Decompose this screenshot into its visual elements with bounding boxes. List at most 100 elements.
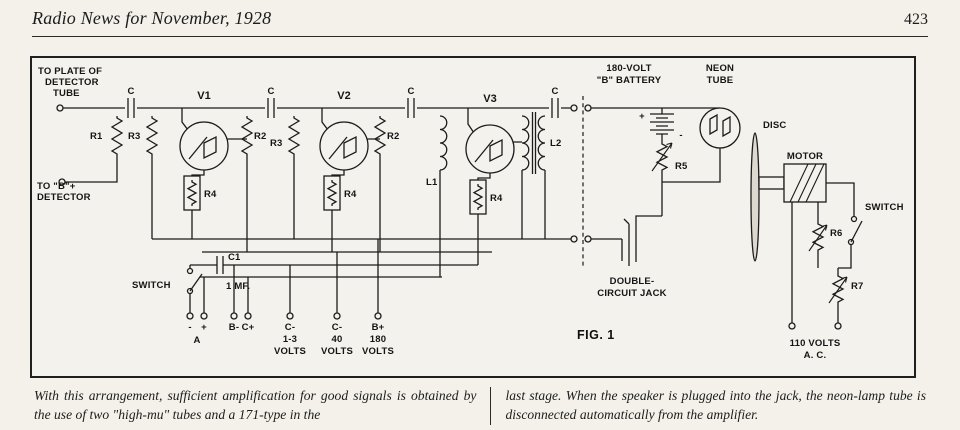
terminal-c-minus-40 [333,312,341,320]
label-c13-2: 1-3 [283,334,297,345]
label-switch-right: SWITCH [865,202,904,213]
terminal-output-top-2 [584,104,592,112]
label-neon-1: NEON [706,63,734,74]
label-v1: V1 [197,90,210,102]
resistor-r4b [327,179,337,207]
cathode-leads [191,170,491,265]
bottom-buses [152,238,622,278]
label-b180-2: 180 [370,334,386,345]
resistor-r3b [288,115,300,157]
label-to-b-1: TO "B"+ [37,181,76,192]
terminal-c-plus [244,312,252,320]
terminal-detector-plate [56,104,64,112]
switches [186,215,863,295]
label-jack-1: DOUBLE- [610,276,655,287]
label-r4a: R4 [204,189,217,200]
capacitor-c3 [407,97,415,119]
motor-hatching [789,163,825,203]
label-c40-3: VOLTS [321,346,353,357]
label-a-minus: - [188,322,191,333]
label-r5: R5 [675,161,688,172]
page-header: Radio News for November, 1928 423 [32,8,928,37]
label-r2b: R2 [387,131,400,142]
label-r2a: R2 [254,131,267,142]
right-switch-lever [850,220,863,243]
terminal-output-bottom-2 [584,235,592,243]
label-to-plate-3: TUBE [53,88,80,99]
jack-springs [621,215,662,266]
left-switch-lever [189,273,203,292]
transformer-core [531,112,537,174]
schematic-frame: TO PLATE OF DETECTOR TUBE TO "B"+ DETECT… [30,56,916,378]
label-r4b: R4 [344,189,357,200]
terminal-ac-1 [788,322,796,330]
capacitor-c-in [127,97,135,119]
label-to-plate-2: DETECTOR [45,77,99,88]
potentiometer-arrows [651,142,848,304]
speaker-unit [750,132,827,262]
label-battery-1: 180-VOLT [606,63,651,74]
resistor-r3a [146,115,158,157]
label-c1: C1 [228,252,241,263]
label-l1: L1 [426,177,438,188]
motor-shaft [758,176,785,190]
disc-shape [750,132,760,262]
label-b180-1: B+ [372,322,385,333]
coil-drops [439,170,546,277]
label-ac: A. C. [804,350,827,361]
coil-l1 [439,115,448,171]
label-c-in: C [127,86,134,97]
label-c13-1: C- [285,322,295,333]
resistor-r2b [374,115,386,157]
terminal-a-minus [186,312,194,320]
label-c4: C [551,86,558,97]
resistor-r2a [241,115,253,157]
label-r4c: R4 [490,193,503,204]
wires [63,107,855,323]
transformer-l2-secondary [537,115,546,171]
label-battery-plus: + [639,111,645,122]
terminal-a-plus [200,312,208,320]
label-c3: C [407,86,414,97]
caption-left-column: With this arrangement, sufficient amplif… [34,387,492,425]
resistor-r1 [111,115,123,157]
terminal-risers [189,239,379,313]
label-c1-value: 1 MF. [226,281,250,292]
b-battery-symbol [650,113,674,135]
label-c2: C [267,86,274,97]
label-to-plate-1: TO PLATE OF [38,66,102,77]
magazine-title: Radio News for November, 1928 [32,8,272,28]
label-r7: R7 [851,281,864,292]
resistor-r4c-box [469,179,487,215]
label-c40-1: C- [332,322,342,333]
label-r6: R6 [830,228,843,239]
right-switch-contact-top [850,215,858,223]
c1-capacitor-plates [216,256,224,274]
label-a: A [193,335,200,346]
label-jack-2: CIRCUIT JACK [597,288,666,299]
capacitor-c4 [551,97,559,119]
figure-caption: With this arrangement, sufficient amplif… [34,387,926,425]
tube-v1 [179,121,229,171]
label-110-volts: 110 VOLTS [790,338,841,349]
label-a-plus: + [201,322,207,333]
label-r1: R1 [90,131,103,142]
label-r3a: R3 [128,131,141,142]
vacuum-tubes [179,121,515,174]
capacitor-c2 [267,97,275,119]
resistor-r4a-box [183,175,201,211]
coils [439,112,546,174]
battery-wires [661,108,721,216]
label-motor: MOTOR [787,151,823,162]
label-c13-3: VOLTS [274,346,306,357]
label-c40-2: 40 [332,334,343,345]
terminal-b-minus [230,312,238,320]
label-disc: DISC [763,120,787,131]
label-fig-1: FIG. 1 [577,328,615,342]
tube-v3 [465,124,515,174]
label-b-minus: B- [229,322,239,333]
left-switch-contact-top [186,267,194,275]
label-v3: V3 [483,93,496,105]
label-to-b-2: DETECTOR [37,192,91,203]
label-switch-left: SWITCH [132,280,171,291]
